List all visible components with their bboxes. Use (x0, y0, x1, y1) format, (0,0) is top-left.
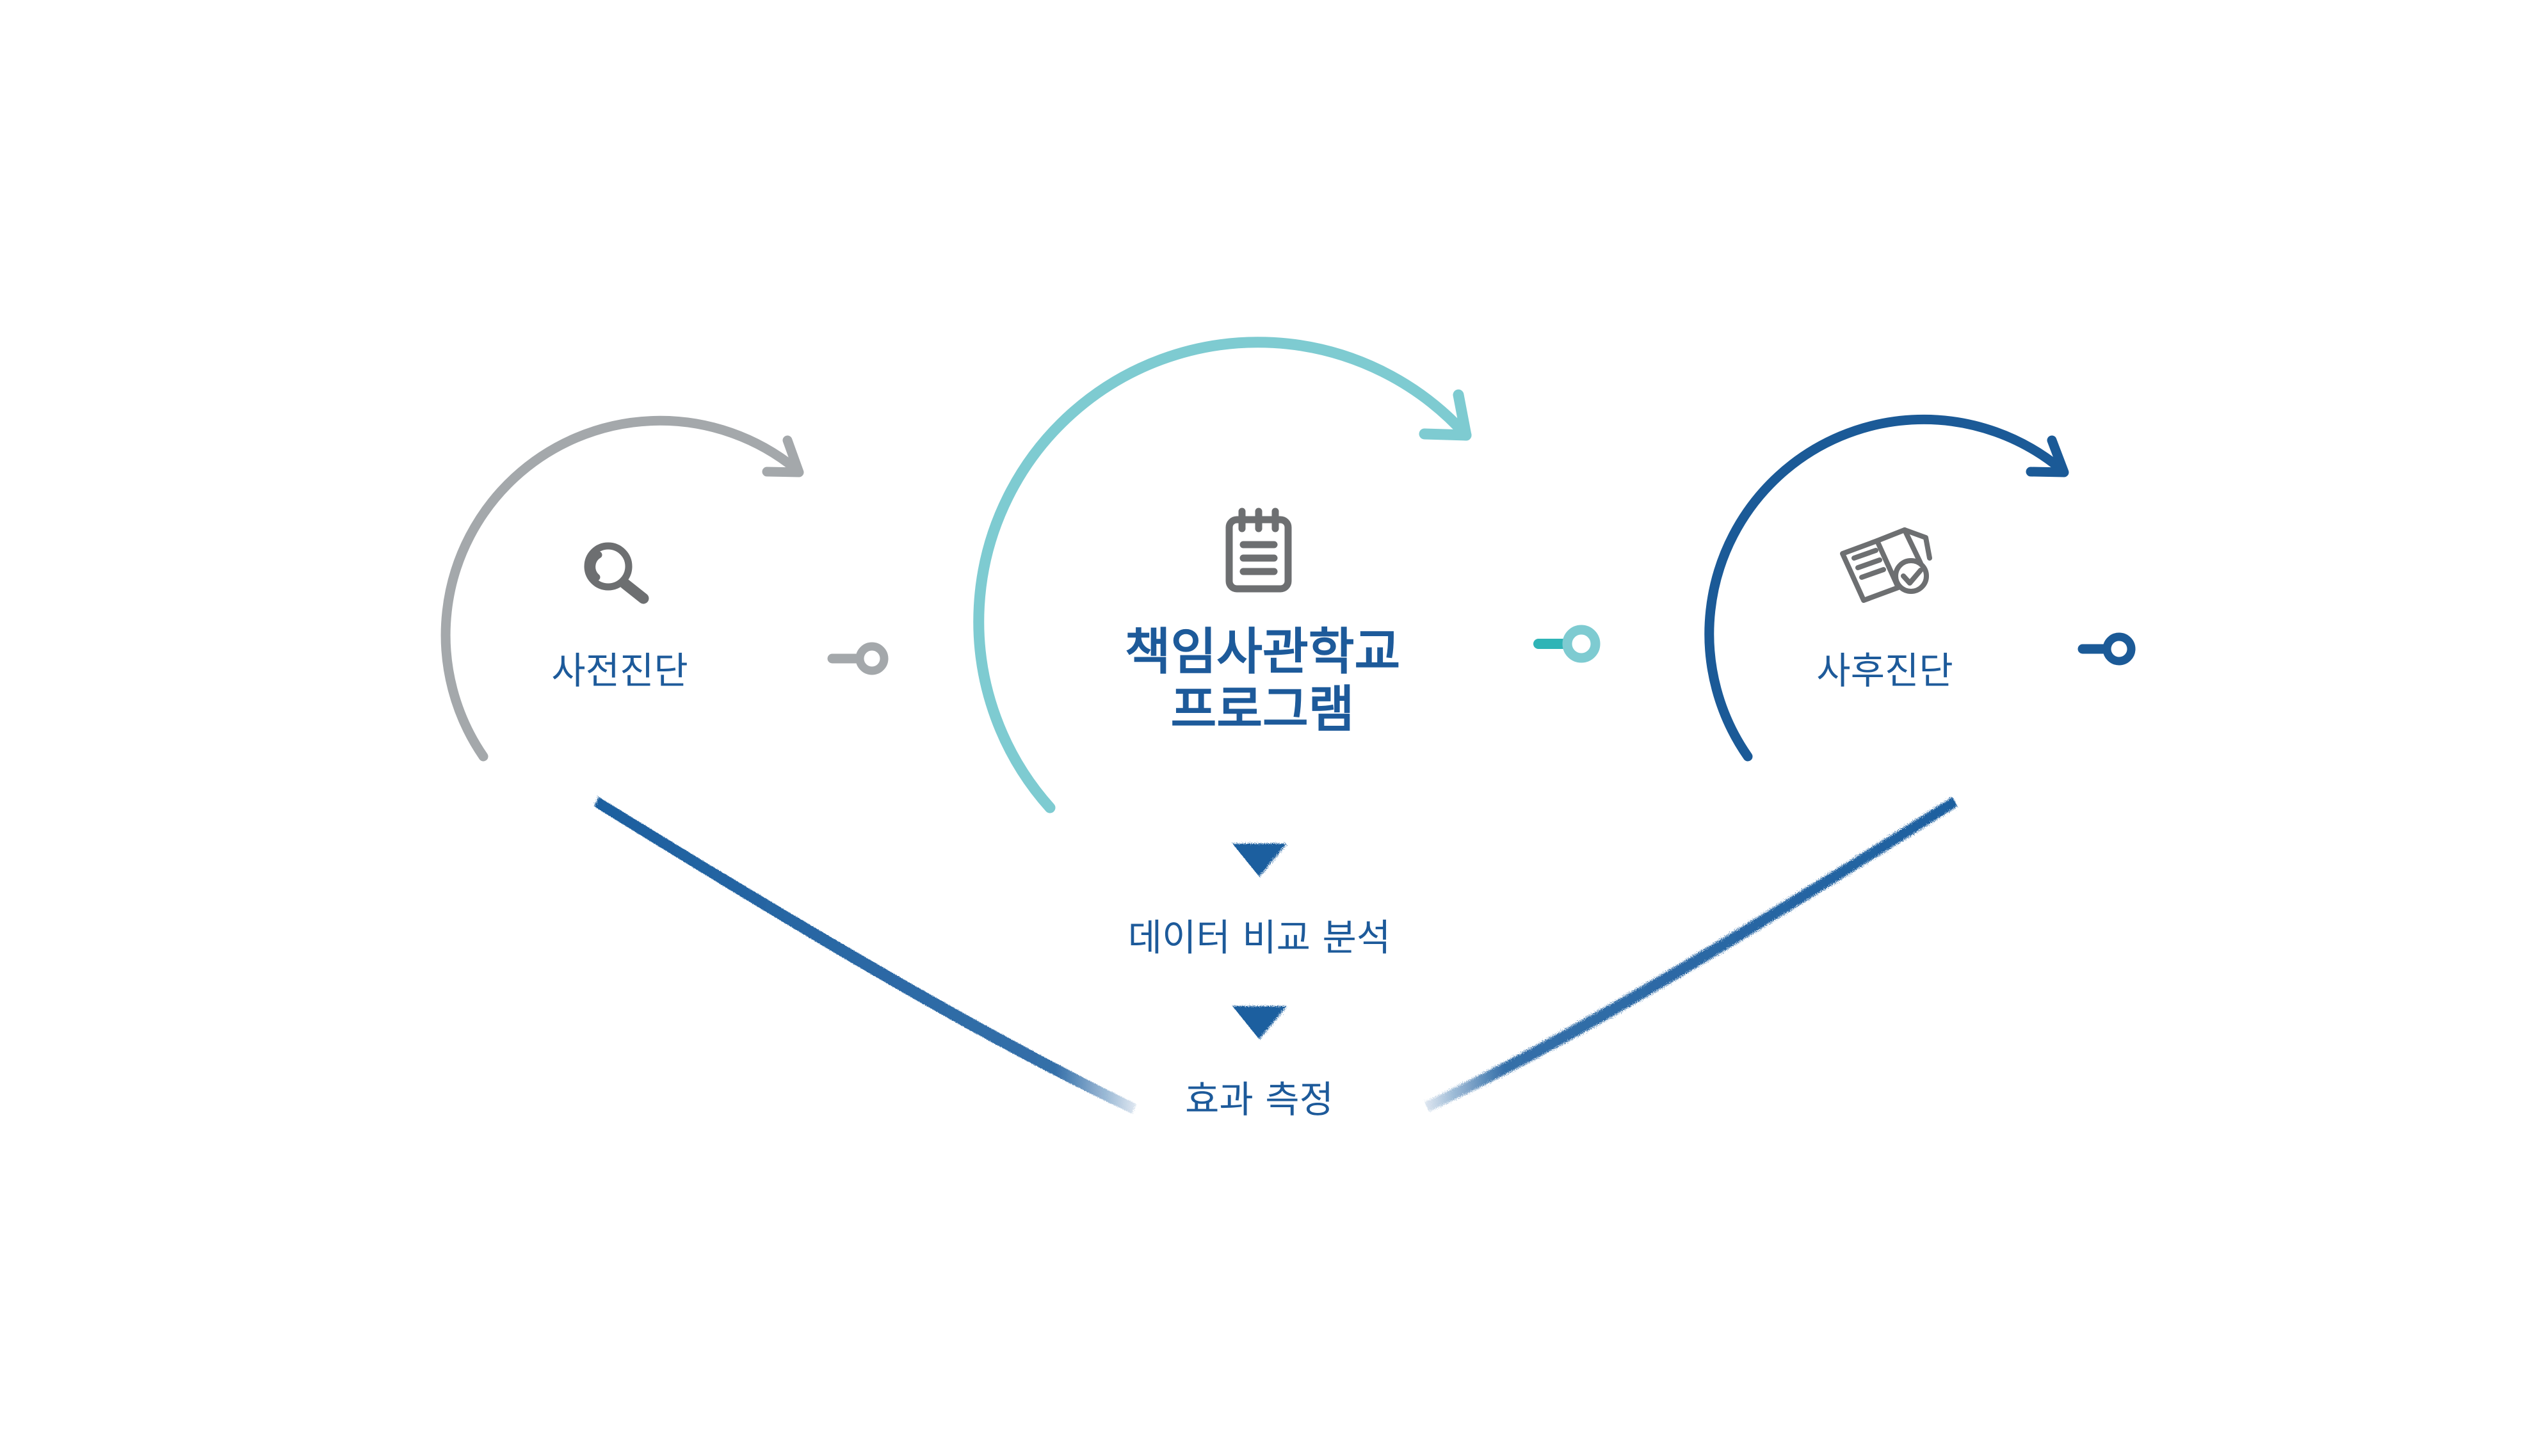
post-diagnosis-marker-icon (2077, 632, 2136, 666)
pre-diagnosis-arc (440, 415, 800, 762)
notepad-icon (1225, 508, 1292, 593)
left-chalk-line (594, 797, 1136, 1114)
pre-diagnosis-label: 사전진단 (551, 649, 688, 692)
post-diagnosis-arrowhead (2026, 435, 2069, 477)
step-pre-diagnosis: 사전진단 (440, 415, 889, 762)
effect-measurement-label: 효과 측정 (1185, 1078, 1334, 1121)
outcome-flow: 데이터 비교 분석 효과 측정 (1128, 844, 1391, 1121)
pre-diagnosis-arrowhead (762, 435, 804, 477)
post-diagnosis-label: 사후진단 (1816, 649, 1953, 692)
program-arc (973, 337, 1472, 813)
program-arrowhead (1419, 389, 1472, 441)
magnifier-icon (584, 542, 649, 604)
down-triangle-icon (1232, 844, 1287, 877)
post-diagnosis-arc (1704, 414, 2065, 762)
pre-diagnosis-marker-icon (827, 642, 889, 675)
step-post-diagnosis: 사후진단 (1704, 414, 2136, 762)
right-chalk-line (1424, 797, 1957, 1112)
program-marker-icon (1533, 625, 1601, 663)
down-triangle-icon (1232, 1006, 1287, 1039)
book-check-icon (1840, 527, 1932, 603)
data-comparison-label: 데이터 비교 분석 (1128, 916, 1391, 959)
program-label-line1: 책임사관학교 (1125, 623, 1401, 681)
step-program: 책임사관학교 프로그램 (973, 337, 1601, 813)
program-label-line2: 프로그램 (1170, 681, 1354, 739)
